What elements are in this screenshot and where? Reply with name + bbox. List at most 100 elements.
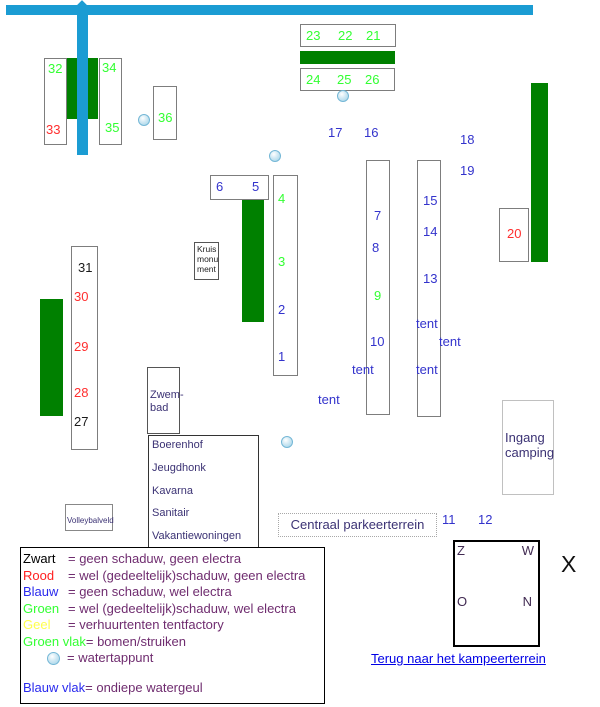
legend-row: Groen vlak= bomen/struiken bbox=[23, 634, 324, 651]
parking-box: Centraal parkeerterrein bbox=[278, 513, 437, 537]
tent-label: tent bbox=[352, 362, 374, 377]
facilities-box: Boerenhof Jeugdhonk Kavarna Sanitair Vak… bbox=[148, 435, 259, 548]
volleybalveld-box: Volleybalveld bbox=[65, 504, 114, 531]
pitch-number-22: 22 bbox=[338, 28, 353, 43]
legend-row: Zwart = geen schaduw, geen electra bbox=[23, 551, 324, 568]
pitch-number-8: 8 bbox=[372, 240, 380, 255]
legend-desc: = wel (gedeeltelijk)schaduw, wel electra bbox=[68, 600, 296, 616]
pitch-number-2: 2 bbox=[278, 302, 286, 317]
pitch-number-36: 36 bbox=[158, 110, 173, 125]
pitch-number-30: 30 bbox=[74, 289, 89, 304]
pitch-number-26: 26 bbox=[365, 72, 380, 87]
plot-column-27-31: 31 30 29 28 27 bbox=[71, 246, 98, 450]
legend-desc: = wel (gedeeltelijk)schaduw, geen electr… bbox=[68, 567, 306, 583]
pitch-number-24: 24 bbox=[306, 72, 321, 87]
pitch-number-14: 14 bbox=[423, 224, 438, 239]
shrub-block bbox=[242, 199, 264, 322]
pitch-number-21: 21 bbox=[366, 28, 381, 43]
pitch-number-32: 32 bbox=[48, 61, 63, 76]
back-link[interactable]: Terug naar het kampeerterrein bbox=[371, 651, 546, 666]
pitch-number-13: 13 bbox=[423, 271, 438, 286]
facility-label: Kavarna bbox=[152, 484, 193, 497]
legend-term: Blauw bbox=[23, 584, 59, 599]
plot-box-36: 36 bbox=[153, 86, 177, 140]
compass-n: N bbox=[522, 594, 532, 609]
legend-spacer bbox=[23, 667, 324, 680]
pitch-number-5: 5 bbox=[252, 179, 260, 194]
legend-desc: = watertappunt bbox=[67, 650, 154, 665]
plot-box-6-5: 6 5 bbox=[210, 175, 269, 200]
water-tap-icon bbox=[269, 150, 281, 162]
legend-desc: = verhuurtenten tentfactory bbox=[68, 617, 224, 632]
legend-term: Groen vlak bbox=[23, 633, 86, 649]
pitch-number-10: 10 bbox=[370, 334, 385, 349]
water-tap-icon bbox=[47, 652, 60, 665]
legend-row: = watertappunt bbox=[23, 650, 324, 667]
legend-row: Rood = wel (gedeeltelijk)schaduw, geen el… bbox=[23, 568, 324, 585]
water-tap-icon bbox=[281, 436, 293, 448]
compass-o: O bbox=[457, 594, 468, 609]
pitch-number-4: 4 bbox=[278, 191, 286, 206]
pitch-number-18: 18 bbox=[460, 132, 475, 147]
tent-label: tent bbox=[318, 392, 340, 407]
legend-desc: = geen schaduw, wel electra bbox=[68, 584, 232, 599]
compass-z: Z bbox=[457, 543, 465, 558]
pitch-number-28: 28 bbox=[74, 385, 89, 400]
water-tap-icon bbox=[138, 114, 150, 126]
pitch-number-12: 12 bbox=[478, 512, 493, 527]
legend-term: Groen bbox=[23, 600, 60, 616]
legend-desc: = ondiepe watergeul bbox=[85, 679, 203, 695]
legend-box: Zwart = geen schaduw, geen electra Rood = … bbox=[20, 547, 325, 704]
pitch-number-15: 15 bbox=[423, 193, 438, 208]
pitch-number-1: 1 bbox=[278, 349, 286, 364]
facility-label: Boerenhof bbox=[152, 439, 203, 451]
water-channel-horizontal bbox=[6, 5, 533, 15]
pitch-number-33: 33 bbox=[46, 122, 61, 137]
plot-box-20: 20 bbox=[499, 208, 529, 262]
shrub-block bbox=[66, 58, 77, 119]
pitch-number-11: 11 bbox=[442, 512, 456, 527]
zwembad-box: Zwem- bad bbox=[147, 367, 184, 434]
legend-term: Blauw vlak bbox=[23, 679, 86, 695]
tent-label: tent bbox=[416, 362, 438, 377]
pitch-number-17: 17 bbox=[328, 125, 343, 140]
pitch-number-35: 35 bbox=[105, 120, 120, 135]
pitch-number-25: 25 bbox=[337, 72, 352, 87]
water-tap-icon bbox=[337, 90, 349, 102]
legend-row: Blauw vlak= ondiepe watergeul bbox=[23, 680, 324, 697]
x-marker: X bbox=[561, 551, 577, 577]
shrub-block bbox=[531, 83, 548, 262]
pitch-number-19: 19 bbox=[460, 163, 475, 178]
legend-term: Rood bbox=[23, 567, 55, 583]
kruismonument-box: Kruis monu ment bbox=[194, 242, 219, 280]
pitch-number-31: 31 bbox=[78, 260, 93, 275]
pitch-number-20: 20 bbox=[507, 226, 522, 241]
pitch-number-6: 6 bbox=[216, 179, 224, 194]
plot-box-21-23: 23 22 21 bbox=[300, 24, 396, 47]
legend-row: Groen = wel (gedeeltelijk)schaduw, wel el… bbox=[23, 601, 324, 618]
compass-box: Z W O N bbox=[453, 540, 540, 647]
facility-label: Jeugdhonk bbox=[152, 461, 206, 474]
pitch-number-29: 29 bbox=[74, 339, 89, 354]
legend-desc: = bomen/struiken bbox=[85, 633, 186, 649]
shrub-block bbox=[40, 299, 63, 416]
pitch-number-7: 7 bbox=[374, 208, 382, 223]
tent-label: tent bbox=[416, 316, 438, 331]
tent-label: tent bbox=[439, 334, 461, 349]
compass-w: W bbox=[521, 543, 534, 558]
pitch-number-3: 3 bbox=[278, 254, 286, 269]
pitch-number-27: 27 bbox=[74, 414, 89, 429]
water-channel-vertical bbox=[77, 6, 88, 155]
legend-term: Zwart bbox=[23, 551, 56, 566]
pitch-number-23: 23 bbox=[306, 28, 321, 43]
shrub-block bbox=[88, 58, 98, 119]
plot-box-24-26: 24 25 26 bbox=[300, 68, 395, 91]
plot-box-32-33: 32 33 bbox=[44, 58, 67, 145]
pitch-number-9: 9 bbox=[374, 288, 382, 303]
shrub-block bbox=[300, 51, 395, 64]
plot-column-13-15: 15 14 13 bbox=[417, 160, 441, 417]
plot-box-34-35: 34 35 bbox=[99, 58, 122, 145]
facility-label: Sanitair bbox=[152, 507, 190, 520]
legend-desc: = geen schaduw, geen electra bbox=[68, 551, 242, 566]
